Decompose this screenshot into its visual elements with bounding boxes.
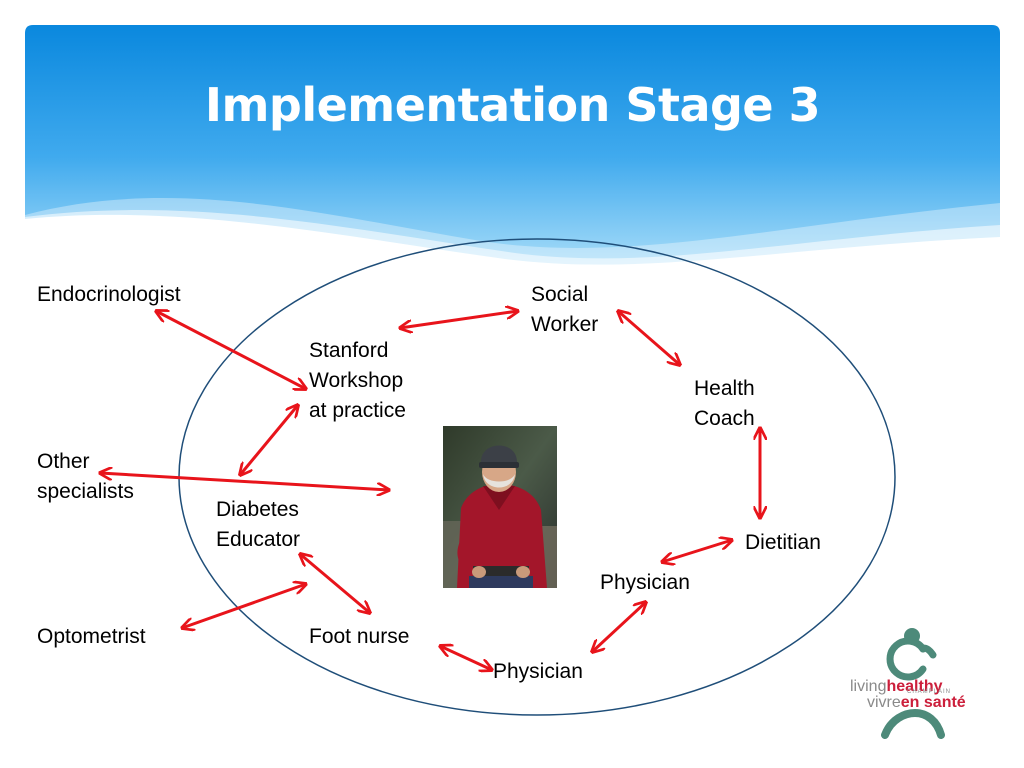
node-health-coach: Health Coach xyxy=(694,377,755,430)
node-other-specialists: Other specialists xyxy=(37,450,134,503)
arrow-physician-physician xyxy=(592,602,646,652)
node-endocrinologist: Endocrinologist xyxy=(37,283,181,306)
arrow-educator-stanford xyxy=(240,405,298,475)
arrow-footnurse-educator xyxy=(300,554,370,613)
living-healthy-logo: livinghealthy CHAMPLAIN vivreen santé xyxy=(845,625,985,740)
logo-vivre-text: vivre xyxy=(867,694,901,711)
arrow-physician-footnurse xyxy=(440,646,492,670)
node-physician-bottom: Physician xyxy=(493,660,583,683)
node-physician-right: Physician xyxy=(600,571,690,594)
logo-living-text: living xyxy=(850,678,887,695)
header-banner xyxy=(25,25,1000,265)
node-dietitian: Dietitian xyxy=(745,531,821,554)
node-foot-nurse: Foot nurse xyxy=(309,625,410,648)
arrow-dietitian-physician xyxy=(662,540,732,562)
arrow-stanford-socialworker xyxy=(400,311,518,328)
node-social-worker: Social Worker xyxy=(531,283,599,336)
slide-title: Implementation Stage 3 xyxy=(204,78,821,132)
node-stanford-workshop: Stanford Workshop at practice xyxy=(309,339,406,422)
logo-champlain-text: CHAMPLAIN xyxy=(907,689,952,695)
logo-healthy-text: healthy xyxy=(886,678,943,695)
patient-photo xyxy=(443,426,557,588)
arrow-endocrinologist-stanford xyxy=(156,311,306,389)
logo-ensante-text: en santé xyxy=(900,694,966,711)
node-optometrist: Optometrist xyxy=(37,625,146,648)
arrow-educator-optometrist xyxy=(182,584,306,628)
node-diabetes-educator: Diabetes Educator xyxy=(216,498,301,551)
arrow-socialworker-healthcoach xyxy=(618,311,680,365)
arrow-specialists-center xyxy=(100,473,389,490)
